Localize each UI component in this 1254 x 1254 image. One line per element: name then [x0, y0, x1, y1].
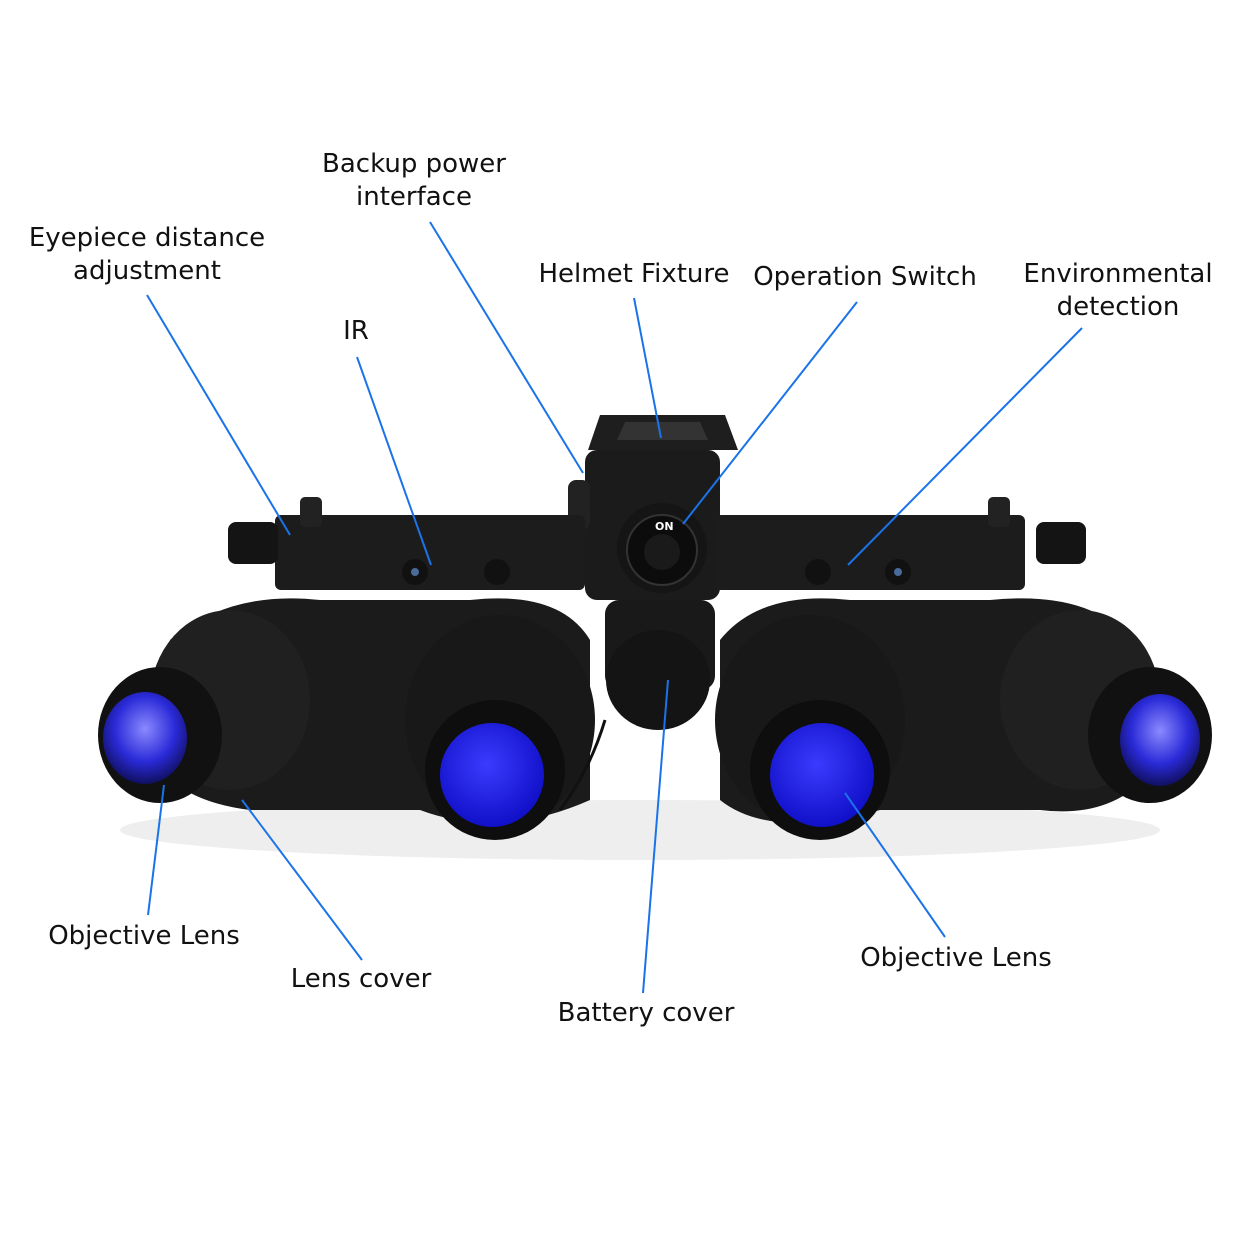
- label-objective-lens-left: Objective Lens: [48, 921, 240, 951]
- label-line: Eyepiece distance: [28, 223, 266, 253]
- battery-compartment: [558, 600, 715, 811]
- label-eyepiece-distance: Eyepiece distance adjustment: [29, 222, 265, 288]
- label-line: Backup power: [322, 149, 506, 179]
- leader-backup-power: [429, 221, 584, 474]
- label-objective-lens-right: Objective Lens: [860, 943, 1052, 973]
- label-environmental-detection: Environmental detection: [1023, 258, 1212, 324]
- label-ir: IR: [343, 316, 369, 346]
- label-operation-switch: Operation Switch: [753, 262, 977, 292]
- label-battery-cover: Battery cover: [557, 998, 735, 1028]
- leader-lines: [146, 221, 1083, 994]
- label-line: detection: [1056, 292, 1180, 322]
- leader-operation-switch: [682, 301, 858, 525]
- leader-lens-cover: [241, 799, 363, 961]
- leader-objective-right: [844, 792, 946, 938]
- leader-battery-cover: [642, 679, 669, 994]
- bridge-bar: [228, 497, 1086, 590]
- operation-switch-knob: ON: [617, 503, 707, 593]
- label-line: adjustment: [73, 256, 221, 286]
- left-monocular: [98, 598, 595, 840]
- label-lens-cover: Lens cover: [290, 964, 432, 994]
- label-backup-power: Backup power interface: [322, 148, 506, 214]
- right-monocular: [715, 598, 1212, 840]
- leader-ir: [356, 356, 432, 566]
- label-line: Environmental: [1023, 259, 1213, 289]
- label-line: interface: [356, 182, 472, 212]
- switch-on-marking: ON: [655, 520, 674, 533]
- leader-helmet-fixture: [633, 297, 662, 439]
- leader-environmental: [847, 327, 1083, 566]
- leader-eyepiece: [146, 294, 291, 536]
- label-helmet-fixture: Helmet Fixture: [538, 259, 730, 289]
- leader-objective-left: [147, 784, 165, 916]
